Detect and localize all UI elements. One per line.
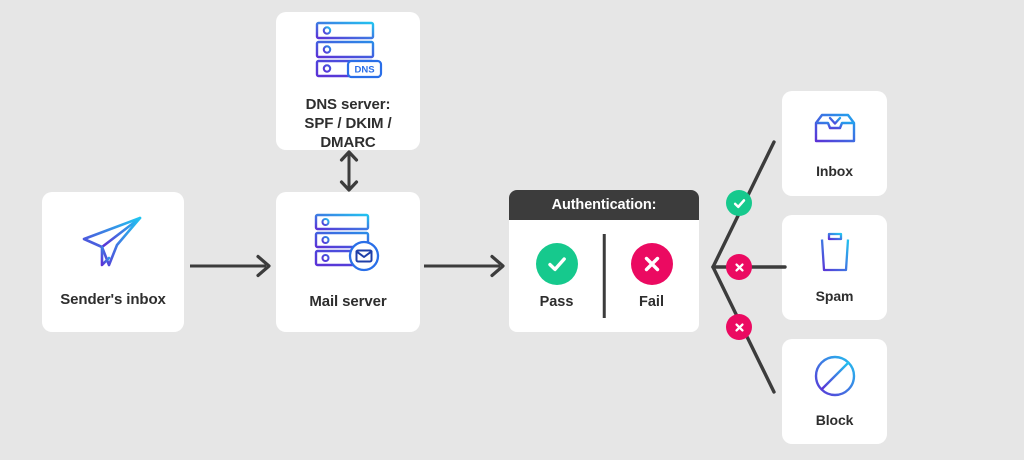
connector-mail-to-authentication-arrow [422,248,510,289]
branch-status-inbox-check-icon [726,190,752,216]
authentication-pass-label: Pass [539,293,574,310]
node-senders-inbox-label: Sender's inbox [60,291,166,309]
authentication-pass-column: Pass [509,242,604,310]
paper-plane-icon [80,214,146,277]
connector-sender-to-mail-arrow [188,248,276,289]
authentication-panel: Authentication: Pass Fail [509,190,699,332]
node-dns-server: DNS DNS server: SPF / DKIM / DMARC [276,12,420,151]
authentication-header: Authentication: [509,190,699,220]
branch-status-spam-x-icon [726,254,752,280]
node-mail-server: Mail server [276,192,420,332]
check-circle-icon [535,242,578,285]
node-spam: Spam [782,215,887,320]
trash-can-icon [815,230,855,279]
authentication-fail-column: Fail [604,242,699,310]
node-mail-server-label: Mail server [309,293,387,311]
node-inbox: Inbox [782,91,887,196]
connector-dns-to-mail-bidirectional-arrow [336,149,362,198]
mail-server-icon [312,212,384,279]
prohibition-circle-icon [813,354,857,403]
dns-server-icon: DNS [311,21,385,88]
node-dns-server-label: DNS server: SPF / DKIM / DMARC [304,96,392,151]
authentication-body: Pass Fail [509,220,699,332]
node-block: Block [782,339,887,444]
node-spam-label: Spam [815,287,854,304]
x-circle-icon [630,242,673,285]
node-block-label: Block [815,411,854,428]
authentication-fail-label: Fail [639,293,664,310]
node-inbox-label: Inbox [816,162,853,179]
inbox-tray-icon [811,106,859,154]
node-senders-inbox: Sender's inbox [42,192,184,332]
branch-status-block-x-icon [726,314,752,340]
dns-badge-text: DNS [354,65,374,76]
authentication-divider [602,234,606,318]
